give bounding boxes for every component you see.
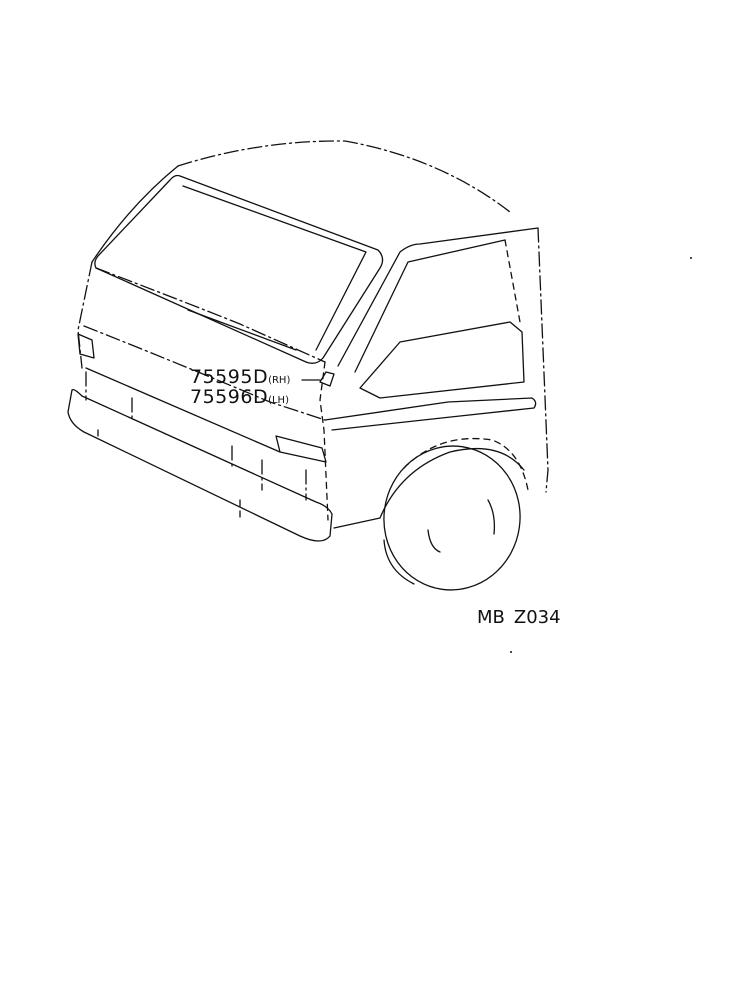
bumper-lower-edge xyxy=(97,429,241,521)
stray-dot xyxy=(690,257,692,259)
a-pillar-inner xyxy=(354,239,506,373)
right-headlamp xyxy=(275,435,327,463)
part-callout-rh: 75595D(RH) xyxy=(190,368,290,387)
fender-mirror-part xyxy=(319,371,335,387)
roof-outline xyxy=(177,140,511,213)
a-pillar xyxy=(337,227,539,367)
figure-code-number: Z034 xyxy=(513,607,561,628)
side-designation: (RH) xyxy=(268,375,291,386)
wheel-arch xyxy=(403,437,529,491)
left-headlamp xyxy=(77,333,95,359)
door-rear-edge xyxy=(504,239,521,323)
tire-tread-left xyxy=(383,539,415,585)
windshield-inner-edge xyxy=(182,185,367,351)
front-bumper xyxy=(67,388,333,542)
grille-lower xyxy=(85,367,281,453)
side-beltline xyxy=(324,397,537,431)
wiper-line xyxy=(187,309,297,351)
door-window xyxy=(359,321,525,399)
body-side-rear xyxy=(537,227,549,493)
front-tire xyxy=(383,445,521,591)
windshield-frame xyxy=(94,174,384,364)
wheel-hub xyxy=(427,499,496,553)
grille-upper xyxy=(83,325,326,421)
figure-code: MB Z034 xyxy=(477,609,561,627)
part-number: 75596D xyxy=(190,386,269,408)
side-designation: (LH) xyxy=(268,395,289,406)
front-valance xyxy=(333,447,525,529)
windshield-lower-line xyxy=(95,267,326,363)
front-corner-line xyxy=(319,361,329,521)
figure-code-prefix: MB xyxy=(477,607,505,628)
roof-front-edge xyxy=(91,165,179,263)
stray-dot-2 xyxy=(510,651,512,653)
part-number: 75595D xyxy=(190,366,269,388)
lower-panel xyxy=(85,371,307,501)
part-callout-lh: 75596D(LH) xyxy=(190,388,289,407)
